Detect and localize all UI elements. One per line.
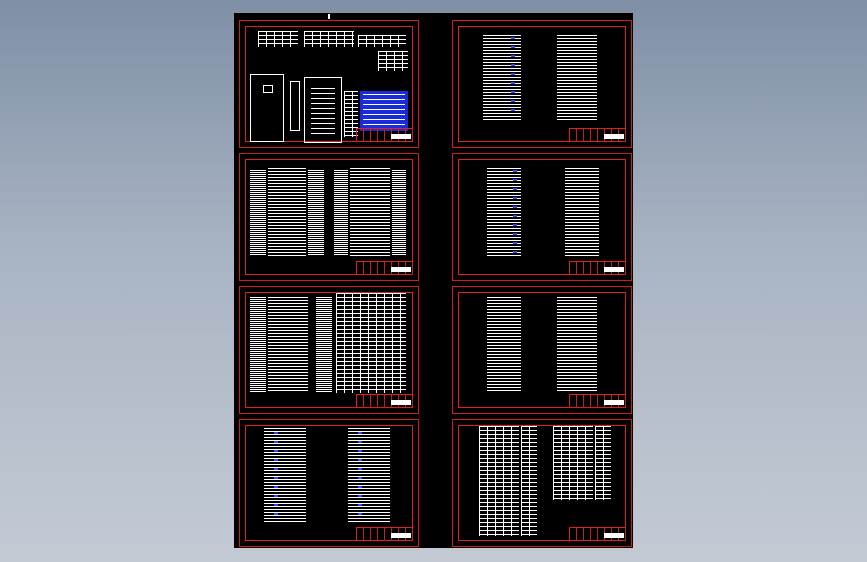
title-block [569, 128, 626, 142]
drawing-border [458, 159, 626, 275]
drawing-border [458, 26, 626, 142]
terminal-grid [336, 293, 406, 393]
wiring-column [264, 428, 306, 522]
cabinet-outline [250, 74, 284, 142]
terminal-table [350, 168, 390, 258]
terminal-grid [521, 426, 537, 536]
terminal-table [334, 170, 348, 256]
title-block [569, 394, 626, 408]
drawing-frame-4[interactable] [452, 153, 632, 281]
drawing-border [458, 425, 626, 541]
connector-markers [358, 432, 362, 520]
drawing-border [458, 292, 626, 408]
terminal-grid [479, 426, 519, 536]
schematic-header [258, 31, 298, 47]
schematic-header [304, 31, 354, 47]
connector-markers [513, 170, 517, 254]
terminal-grid [553, 426, 593, 500]
side-panel [290, 81, 300, 131]
drawing-frame-8[interactable] [452, 419, 632, 547]
title-block [569, 261, 626, 275]
wiring-column [487, 297, 521, 391]
drawing-frame-6[interactable] [452, 286, 632, 414]
terminal-table [250, 170, 266, 256]
component-table-rows [363, 94, 405, 128]
drawing-frame-2[interactable] [452, 20, 632, 148]
schematic-header [358, 35, 406, 47]
drawing-border [245, 292, 413, 408]
terminal-table [316, 297, 332, 393]
drawing-frame-1[interactable] [239, 20, 419, 148]
wiring-column [483, 35, 521, 121]
panel-rows [311, 88, 335, 138]
terminal-table [268, 168, 306, 258]
title-block [356, 261, 413, 275]
wiring-column [557, 35, 597, 121]
terminal-strip [344, 91, 358, 137]
drawing-border [245, 159, 413, 275]
title-block [356, 394, 413, 408]
connector-markers [274, 432, 278, 520]
drawing-frame-5[interactable] [239, 286, 419, 414]
title-block [569, 527, 626, 541]
drawing-frame-7[interactable] [239, 419, 419, 547]
component-table [360, 91, 408, 131]
drawing-border [245, 425, 413, 541]
drawing-frame-3[interactable] [239, 153, 419, 281]
wiring-column [565, 168, 599, 258]
connector-markers [511, 37, 515, 117]
title-block [356, 128, 413, 142]
drawing-border [245, 26, 413, 142]
terminal-grid [595, 426, 611, 500]
terminal-table [268, 297, 308, 393]
cabinet-door-plate [263, 85, 273, 93]
crosshair-cursor [328, 14, 330, 19]
terminal-table [308, 170, 324, 256]
terminal-table [250, 297, 266, 393]
title-block [356, 527, 413, 541]
wiring-column [557, 297, 597, 391]
panel-front [304, 77, 342, 143]
terminal-table [392, 170, 406, 256]
wiring-column [348, 428, 390, 522]
schematic-detail [378, 51, 408, 71]
